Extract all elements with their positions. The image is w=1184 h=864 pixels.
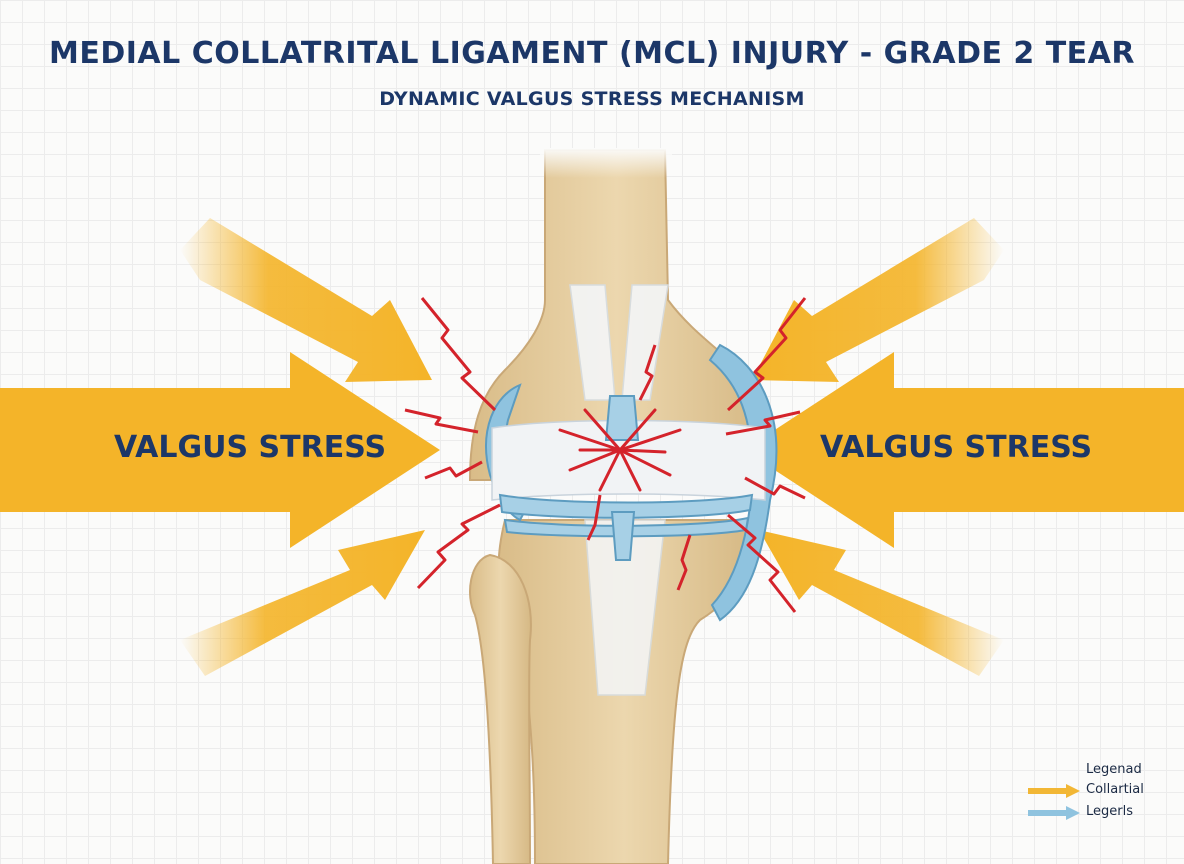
stress-label-left: VALGUS STRESS xyxy=(114,430,387,465)
legend-item-label: Legerls xyxy=(1086,804,1133,819)
tear-burst xyxy=(558,408,682,492)
arrow-lower-left xyxy=(180,530,425,676)
menisci xyxy=(498,395,754,561)
diagram-subtitle: DYNAMIC VALGUS STRESS MECHANISM xyxy=(379,88,805,110)
diagram-title: MEDIAL COLLATRITAL LIGAMENT (MCL) INJURY… xyxy=(49,36,1135,71)
arrow-icon xyxy=(1028,784,1080,798)
arrow-middle-right xyxy=(744,352,1184,548)
stress-cracks xyxy=(404,297,807,613)
legend-item-label: Collartial xyxy=(1086,782,1144,797)
arrow-lower-right xyxy=(759,530,1004,676)
legend-title: Legenad xyxy=(1086,762,1142,777)
legend-item: Legerls xyxy=(1028,804,1168,822)
fibula-bone xyxy=(469,553,532,864)
stress-label-right: VALGUS STRESS xyxy=(820,430,1093,465)
joint-capsule-band xyxy=(491,419,766,501)
arrow-upper-right xyxy=(752,218,1004,382)
legend-item: Collartial xyxy=(1028,782,1168,800)
arrow-middle-left xyxy=(0,352,440,548)
arrow-icon xyxy=(1028,806,1080,820)
arrow-upper-left xyxy=(180,218,432,382)
cruciate-ligaments xyxy=(569,284,669,696)
